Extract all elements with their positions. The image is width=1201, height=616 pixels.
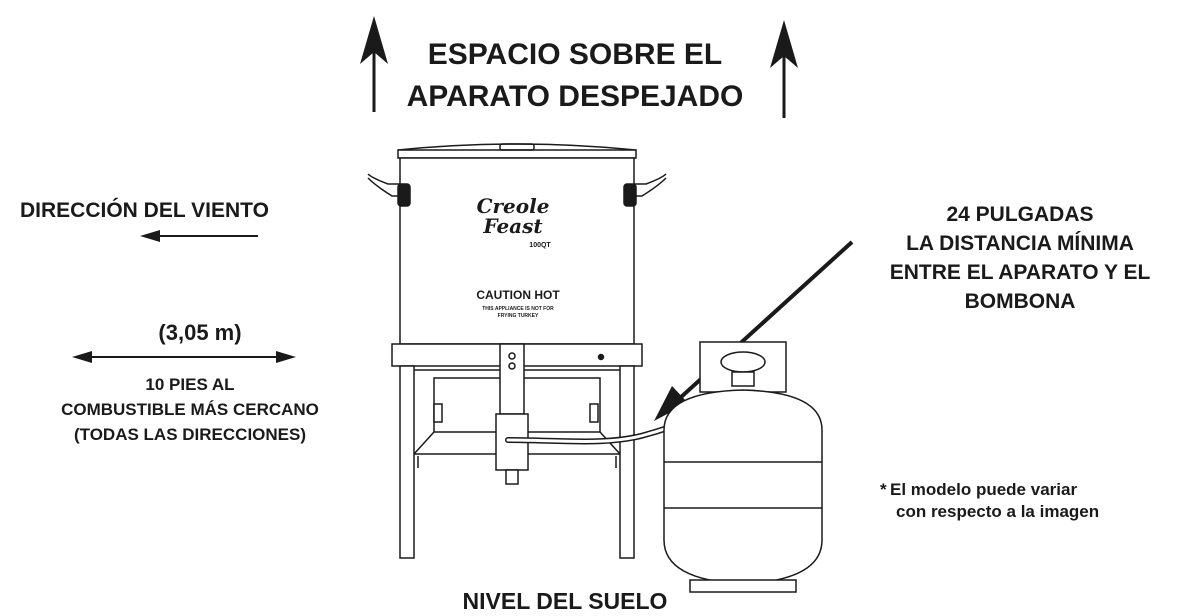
fuel-distance-line-2: COMBUSTIBLE MÁS CERCANO: [61, 400, 319, 419]
arrow-up-icon: [360, 16, 388, 112]
note-line-2: con respecto a la imagen: [896, 502, 1100, 521]
fuel-distance-line-3: (TODAS LAS DIRECCIONES): [73, 425, 307, 444]
min-distance-label: 24 PULGADAS LA DISTANCIA MÍNIMA ENTRE EL…: [855, 200, 1185, 316]
brand-logo: Creole Feast: [458, 196, 568, 236]
arrow-up-icon: [770, 20, 798, 118]
brand-line-1: Creole: [476, 194, 550, 218]
propane-tank: [663, 341, 823, 593]
caution-label: CAUTION HOT: [476, 288, 560, 302]
stockpot: [367, 143, 667, 345]
note-asterisk: *: [880, 480, 887, 499]
fuel-distance-label: 10 PIES AL COMBUSTIBLE MÁS CERCANO (TODA…: [40, 372, 340, 447]
warning-line-1: THIS APPLIANCE IS NOT FOR: [482, 306, 554, 312]
model-note: *El modelo puede variar con respecto a l…: [880, 479, 1160, 523]
min-distance-line-1: 24 PULGADAS: [946, 203, 1094, 226]
warning-label: THIS APPLIANCE IS NOT FOR FRYING TURKEY: [438, 306, 598, 320]
brand-line-2: Feast: [483, 214, 543, 238]
burner-stand: [391, 343, 643, 559]
heading-line-1: ESPACIO SOBRE EL: [427, 38, 723, 71]
min-distance-line-2: LA DISTANCIA MÍNIMA: [906, 232, 1134, 255]
ground-level-label: NIVEL DEL SUELO: [462, 588, 668, 614]
capacity-label: 100QT: [529, 242, 551, 249]
distance-metric-label: (3,05 m): [158, 320, 242, 345]
wind-direction-label: DIRECCIÓN DEL VIENTO: [20, 199, 269, 222]
arrow-left-icon: [140, 230, 258, 242]
min-distance-line-3: ENTRE EL APARATO Y EL: [889, 261, 1151, 284]
double-arrow-icon: [72, 351, 296, 363]
min-distance-line-4: BOMBONA: [964, 290, 1076, 313]
fuel-distance-line-1: 10 PIES AL: [145, 375, 235, 394]
clear-space-heading: ESPACIO SOBRE EL APARATO DESPEJADO: [380, 34, 770, 118]
warning-line-2: FRYING TURKEY: [497, 313, 539, 319]
note-line-1: El modelo puede variar: [890, 480, 1078, 499]
heading-line-2: APARATO DESPEJADO: [406, 80, 744, 113]
